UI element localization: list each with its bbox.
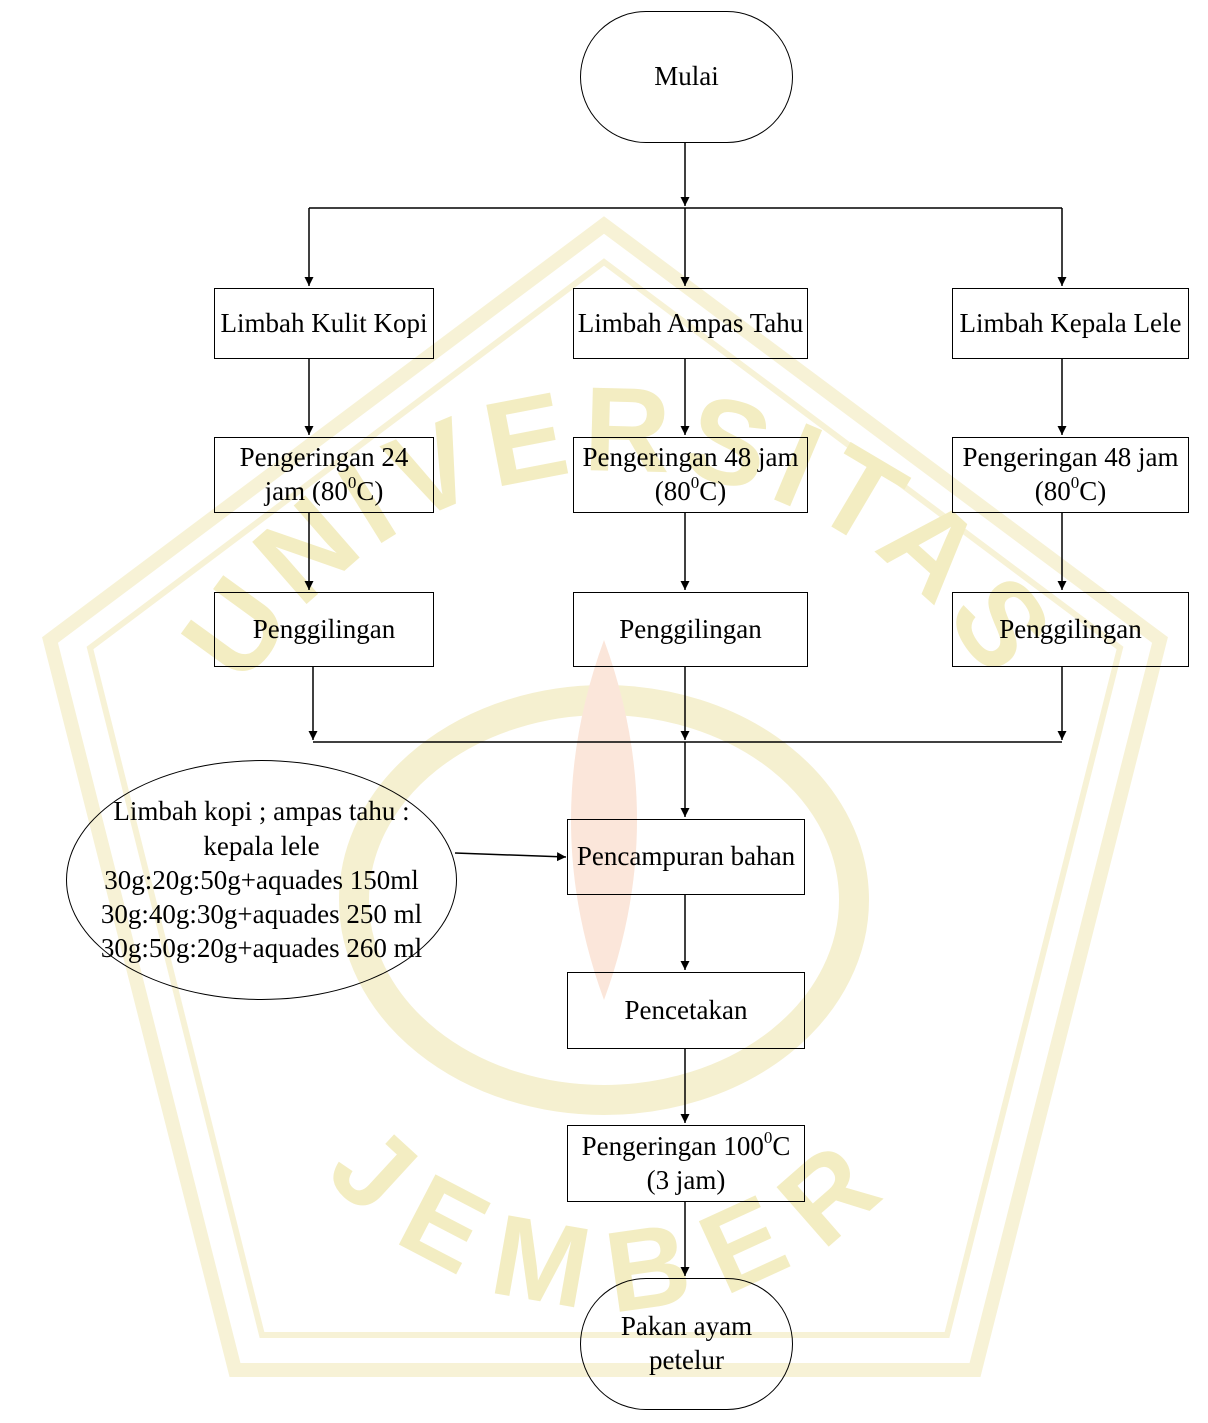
pengeringan-lele-line1: Pengeringan 48 jam <box>962 442 1179 473</box>
penggilingan-tahu-label: Penggilingan <box>619 613 762 644</box>
process-limbah-ampas-tahu: Limbah Ampas Tahu <box>573 288 808 359</box>
arrow-composition-to-mixing <box>454 852 567 862</box>
pengeringan-tahu-line1: Pengeringan 48 jam <box>582 442 799 473</box>
process-pencampuran-bahan: Pencampuran bahan <box>567 819 805 895</box>
end-terminal: Pakan ayam petelur <box>580 1278 793 1410</box>
composition-line4: 30g:40g:30g+aquades 250 ml <box>100 899 423 930</box>
pencampuran-bahan-label: Pencampuran bahan <box>576 841 796 872</box>
pengeringan-kopi-line1: Pengeringan 24 <box>239 442 409 473</box>
start-terminal: Mulai <box>580 11 793 143</box>
pengeringan-lele-line2: (800C) <box>1034 473 1107 506</box>
process-pengeringan-lele: Pengeringan 48 jam (800C) <box>952 437 1189 513</box>
limbah-kepala-lele-label: Limbah Kepala Lele <box>959 307 1182 338</box>
process-limbah-kepala-lele: Limbah Kepala Lele <box>952 288 1189 359</box>
composition-line3: 30g:20g:50g+aquades 150ml <box>104 864 419 895</box>
process-pengeringan-kopi: Pengeringan 24 jam (800C) <box>214 437 434 513</box>
penggilingan-lele-label: Penggilingan <box>999 613 1142 644</box>
pengeringan-kopi-line2: jam (800C) <box>264 473 384 506</box>
process-penggilingan-lele: Penggilingan <box>952 592 1189 667</box>
process-penggilingan-kopi: Penggilingan <box>214 592 434 667</box>
composition-line2: kepala lele <box>203 830 320 861</box>
pengeringan-tahu-line2: (800C) <box>654 473 727 506</box>
end-label-line2: petelur <box>649 1345 724 1375</box>
start-label: Mulai <box>654 61 719 92</box>
input-composition-ellipse: Limbah kopi ; ampas tahu : kepala lele 3… <box>66 760 457 1000</box>
process-pengeringan-tahu: Pengeringan 48 jam (800C) <box>573 437 808 513</box>
process-limbah-kulit-kopi: Limbah Kulit Kopi <box>214 288 434 359</box>
penggilingan-kopi-label: Penggilingan <box>252 613 396 644</box>
process-pencetakan: Pencetakan <box>567 972 805 1049</box>
limbah-kulit-kopi-label: Limbah Kulit Kopi <box>220 307 428 338</box>
process-penggilingan-tahu: Penggilingan <box>573 592 808 667</box>
composition-line1: Limbah kopi ; ampas tahu : <box>113 796 410 827</box>
pencetakan-label: Pencetakan <box>624 994 748 1025</box>
process-pengeringan-final: Pengeringan 1000C (3 jam) <box>567 1125 805 1202</box>
composition-line5: 30g:50g:20g+aquades 260 ml <box>100 933 423 964</box>
pengeringan-final-line1: Pengeringan 1000C <box>581 1127 791 1161</box>
limbah-ampas-tahu-label: Limbah Ampas Tahu <box>577 307 804 338</box>
pengeringan-final-line2: (3 jam) <box>646 1164 726 1195</box>
end-label-line1: Pakan ayam <box>620 1311 753 1342</box>
watermark-flame <box>571 640 637 1000</box>
